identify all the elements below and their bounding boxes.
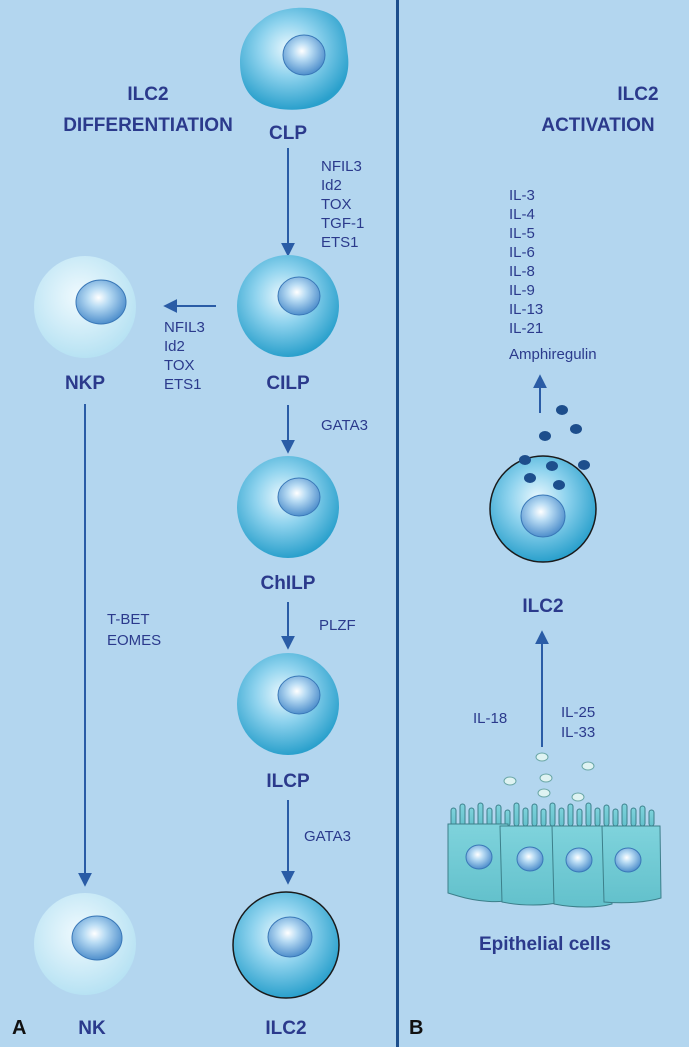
factor-nfil3-nkp: NFIL3 — [164, 319, 205, 336]
clp-nucleus — [282, 34, 326, 76]
cytokine-il8: IL-8 — [509, 263, 535, 280]
chilp-nucleus — [277, 477, 321, 517]
epithelial-nucleus — [465, 844, 493, 870]
factor-ets1-nkp: ETS1 — [164, 376, 202, 393]
vesicle — [537, 788, 551, 798]
factor-tbet: T-BET — [107, 611, 150, 628]
vesicle — [535, 752, 549, 762]
epithelial-nuclei — [465, 844, 642, 873]
chilp-cell — [237, 456, 339, 558]
granule — [546, 461, 558, 471]
nkp-cell — [34, 256, 136, 358]
granule — [519, 455, 531, 465]
cilp-label: CILP — [266, 373, 310, 394]
alarmin-il18: IL-18 — [473, 710, 507, 727]
cytokine-il6: IL-6 — [509, 244, 535, 261]
vesicle — [539, 773, 553, 783]
factors-clp-to-cilp: NFIL3 Id2 TOX TGF-1 ETS1 — [321, 158, 364, 251]
epithelial-nucleus — [614, 847, 642, 873]
ilc2-cell-panel-b — [489, 455, 597, 563]
cytokine-il4: IL-4 — [509, 206, 535, 223]
factor-tox-nkp: TOX — [164, 357, 195, 374]
epithelial-nucleus — [516, 846, 544, 872]
chilp-label: ChILP — [261, 573, 316, 594]
clp-label: CLP — [269, 123, 307, 144]
ilc2-nucleus-panel-b — [520, 494, 566, 538]
nkp-nucleus — [75, 279, 127, 325]
nk-label: NK — [78, 1018, 106, 1039]
panel-b-letter: B — [409, 1017, 423, 1039]
ilcp-nucleus — [277, 675, 321, 715]
epithelial-nucleus — [565, 847, 593, 873]
panel-a-title-line2: DIFFERENTIATION — [63, 115, 233, 136]
secreted-cytokines-list: IL-3 IL-4 IL-5 IL-6 IL-8 IL-9 IL-13 IL-2… — [509, 187, 597, 363]
nk-nucleus — [71, 915, 123, 961]
factors-nkp-to-nk: T-BET EOMES — [107, 611, 161, 649]
panel-b-title-line1: ILC2 — [617, 84, 658, 105]
ilc2-label-panel-b: ILC2 — [522, 596, 563, 617]
granule — [570, 424, 582, 434]
cytokine-il3: IL-3 — [509, 187, 535, 204]
epithelial-label: Epithelial cells — [479, 934, 611, 955]
granule — [556, 405, 568, 415]
alarmin-vesicles — [503, 752, 595, 802]
cytokine-il5: IL-5 — [509, 225, 535, 242]
factor-nfil3: NFIL3 — [321, 158, 362, 175]
microvilli — [450, 802, 655, 827]
ilc2-cell-panel-a — [232, 891, 340, 999]
nkp-label: NKP — [65, 373, 105, 394]
granule — [553, 480, 565, 490]
vesicle — [581, 761, 595, 771]
cytokine-il21: IL-21 — [509, 320, 543, 337]
factor-id2-nkp: Id2 — [164, 338, 185, 355]
factor-plzf: PLZF — [319, 617, 356, 634]
factor-gata3-ilc2: GATA3 — [304, 828, 351, 845]
factor-tox: TOX — [321, 196, 352, 213]
panel-a-letter: A — [12, 1017, 26, 1039]
panel-divider — [396, 0, 399, 1047]
alarmin-il33: IL-33 — [561, 724, 595, 741]
factor-tgf1: TGF-1 — [321, 215, 364, 232]
alarmin-il25: IL-25 — [561, 704, 595, 721]
factor-id2: Id2 — [321, 177, 342, 194]
secreted-granules — [539, 405, 582, 441]
cytokine-il9: IL-9 — [509, 282, 535, 299]
panel-a-title-line1: ILC2 — [127, 84, 168, 105]
clp-cell — [240, 7, 349, 110]
panel-b-title-line2: ACTIVATION — [541, 115, 654, 136]
granule — [524, 473, 536, 483]
granule — [578, 460, 590, 470]
factors-cilp-to-nkp: NFIL3 Id2 TOX ETS1 — [164, 319, 205, 393]
ilc2-nucleus-panel-a — [267, 916, 313, 958]
nk-cell — [34, 893, 136, 995]
cytokine-il13: IL-13 — [509, 301, 543, 318]
granule — [539, 431, 551, 441]
cilp-nucleus — [277, 276, 321, 316]
ilcp-label: ILCP — [266, 771, 310, 792]
factor-eomes: EOMES — [107, 632, 161, 649]
factor-ets1: ETS1 — [321, 234, 359, 251]
vesicle — [571, 792, 585, 802]
ilc2-label-panel-a: ILC2 — [265, 1018, 306, 1039]
vesicle — [503, 776, 517, 786]
cytokine-amphiregulin: Amphiregulin — [509, 346, 597, 363]
cilp-cell — [237, 255, 339, 357]
ilcp-cell — [237, 653, 339, 755]
factor-gata3-chilp: GATA3 — [321, 417, 368, 434]
